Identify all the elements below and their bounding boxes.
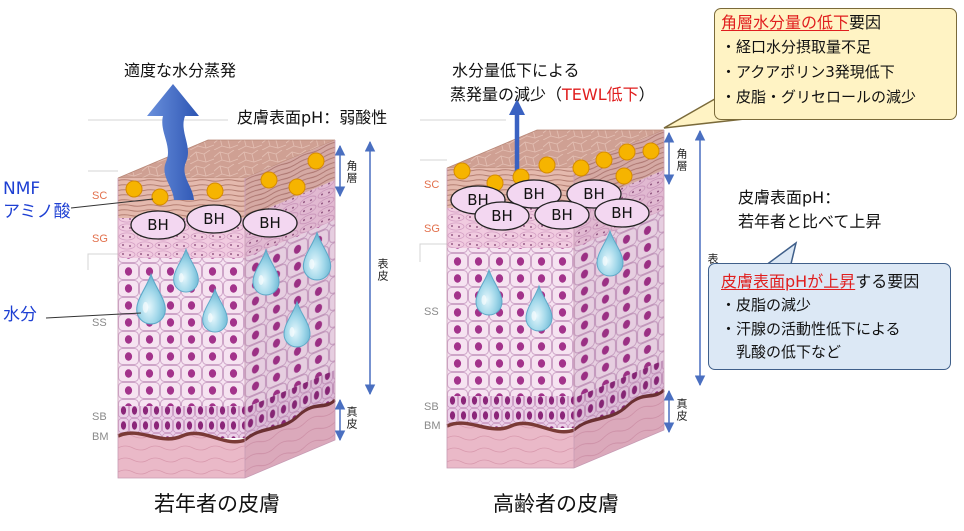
hydration-factor-item: ・経口水分摂取量不足 xyxy=(721,38,872,56)
nmf-particle xyxy=(307,152,325,170)
bh-label: BH xyxy=(611,204,633,222)
amino-acid-label: アミノ酸 xyxy=(3,202,71,222)
nmf-pointer-line xyxy=(70,198,154,209)
tewl-decrease-highlight: TEWL低下 xyxy=(562,85,639,104)
hydration-factors-title: 角層水分量の低下要因 xyxy=(721,10,950,35)
elderly-evaporation-line1: 水分量低下による xyxy=(452,61,580,80)
elderly-surface-ph-line1: 皮膚表面pH： xyxy=(738,188,841,207)
elderly-layer-sc: SC xyxy=(424,179,440,191)
nmf-particle xyxy=(125,180,143,198)
bh-label: BH xyxy=(551,206,573,224)
young-nmf-particles xyxy=(125,152,325,206)
nmf-particle xyxy=(288,178,306,196)
ph-factor-item: 乳酸の低下など xyxy=(736,343,842,361)
young-caption: 若年者の皮膚 xyxy=(154,492,280,516)
bh-label: BH xyxy=(523,185,545,203)
young-layer-bm: BM xyxy=(92,431,109,443)
elderly-surface-ph-line2: 若年者と比べて上昇 xyxy=(738,212,882,231)
bh-marker: BH xyxy=(594,198,650,228)
bh-label: BH xyxy=(467,191,489,209)
bh-label: BH xyxy=(147,216,169,234)
elderly-nmf-particles xyxy=(453,142,660,192)
guide-lines xyxy=(87,119,506,270)
bh-marker: BH xyxy=(534,200,590,230)
elderly-layer-sg: SG xyxy=(424,223,440,235)
young-region-stratum-corneum: 角層 xyxy=(345,160,358,184)
young-layer-sb: SB xyxy=(92,411,107,423)
hydration-title-rest: 要因 xyxy=(849,13,882,32)
ph-title-rest: する要因 xyxy=(855,272,920,291)
nmf-particle xyxy=(260,171,278,189)
bh-label: BH xyxy=(583,185,605,203)
nmf-particle xyxy=(618,143,636,161)
nmf-particle xyxy=(206,182,224,200)
elderly-layer-sb: SB xyxy=(424,401,439,413)
elderly-layer-ss: SS xyxy=(424,306,439,318)
bh-label: BH xyxy=(259,214,281,232)
nmf-particle xyxy=(453,162,471,180)
ph-factor-item: ・皮脂の減少 xyxy=(721,296,812,314)
young-region-epidermis: 表皮 xyxy=(376,258,389,282)
bh-marker: BH xyxy=(506,179,562,209)
hydration-factor-item: ・皮脂・グリセロールの減少 xyxy=(721,88,917,106)
bh-label: BH xyxy=(491,207,513,225)
nmf-particle xyxy=(572,159,590,177)
bh-marker: BH xyxy=(130,210,186,240)
water-label: 水分 xyxy=(3,305,37,325)
nmf-particle xyxy=(151,188,169,206)
ph-title-highlight: 皮膚表面pHが上昇 xyxy=(721,272,856,291)
hydration-factor-item: ・アクアポリン3発現低下 xyxy=(721,63,895,81)
elderly-region-stratum-corneum: 角層 xyxy=(675,148,688,172)
elderly-region-arrows xyxy=(663,129,706,434)
elderly-layer-bm: BM xyxy=(424,420,441,432)
nmf-particle xyxy=(642,142,660,160)
bh-marker: BH xyxy=(474,201,530,231)
evaporation-close-paren: ） xyxy=(638,85,655,104)
elderly-caption: 高齢者の皮膚 xyxy=(493,492,619,516)
nmf-particle xyxy=(615,167,633,185)
elderly-region-dermis: 真皮 xyxy=(675,398,688,422)
young-layer-sc: SC xyxy=(92,190,108,202)
nmf-particle xyxy=(538,156,556,174)
elderly-evaporation-line2: 蒸発量の減少（TEWL低下） xyxy=(450,87,655,103)
bh-marker: BH xyxy=(186,204,242,234)
bh-marker: BH xyxy=(242,208,298,238)
young-layer-ss: SS xyxy=(92,317,107,329)
nmf-particle xyxy=(595,151,613,169)
bh-label: BH xyxy=(203,210,225,228)
nmf-label: NMF xyxy=(3,179,41,199)
ph-factor-item: ・汗腺の活動性低下による xyxy=(721,319,901,338)
young-layer-sg: SG xyxy=(92,233,108,245)
ph-factors-box: 皮膚表面pHが上昇する要因 ・皮脂の減少 ・汗腺の活動性低下による 乳酸の低下な… xyxy=(708,263,951,370)
young-evaporation-label: 適度な水分蒸発 xyxy=(124,61,237,80)
ph-factors-title: 皮膚表面pHが上昇する要因 xyxy=(721,270,938,294)
young-surface-ph-label: 皮膚表面pH：弱酸性 xyxy=(237,108,388,127)
hydration-factors-box: 角層水分量の低下要因 ・経口水分摂取量不足 ・アクアポリン3発現低下 ・皮脂・グ… xyxy=(714,8,957,120)
elderly-bh-group: BH BH BH BH BH BH xyxy=(450,179,650,231)
young-region-arrows xyxy=(334,140,376,442)
water-pointer-line xyxy=(45,312,142,319)
young-region-dermis: 真皮 xyxy=(345,406,358,430)
young-evaporation-arrow xyxy=(147,84,199,200)
evaporation-decrease-text: 蒸発量の減少（ xyxy=(450,85,563,104)
hydration-title-highlight: 角層水分量の低下 xyxy=(721,13,850,32)
young-bh-group: BH BH BH xyxy=(130,204,298,240)
